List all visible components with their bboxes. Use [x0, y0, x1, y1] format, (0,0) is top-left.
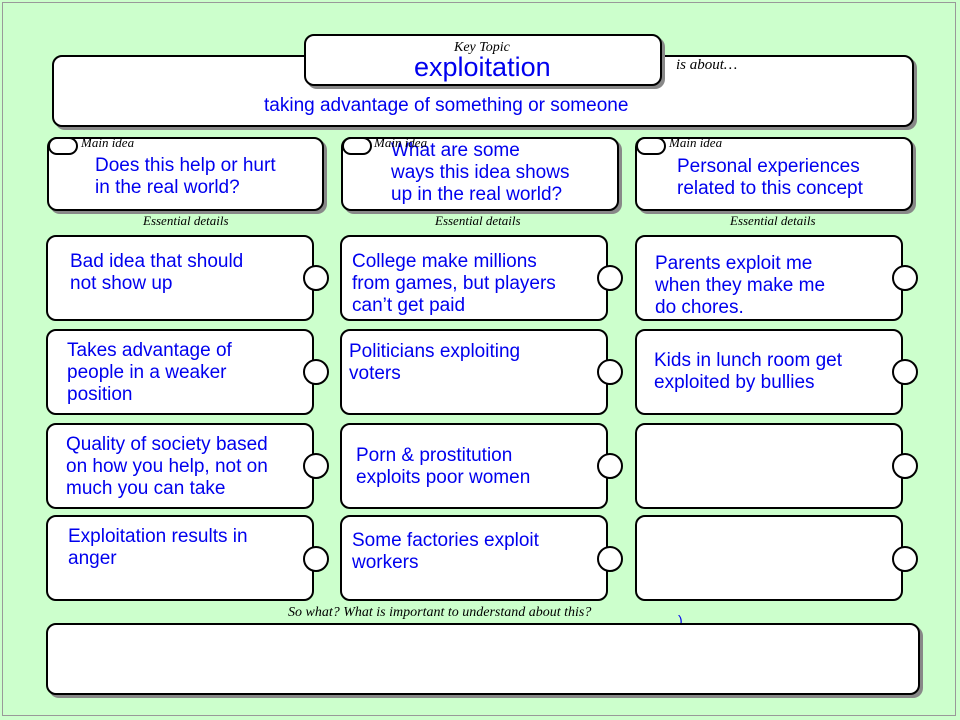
so-what-box[interactable] [46, 623, 920, 695]
detail-connector-3-4 [892, 546, 918, 572]
detail-connector-1-3 [303, 453, 329, 479]
detail-text-2-3: Porn & prostitution exploits poor women [356, 445, 531, 488]
detail-box-2-3[interactable]: Porn & prostitution exploits poor women [340, 423, 608, 509]
detail-box-1-1[interactable]: Bad idea that should not show up [46, 235, 314, 321]
detail-connector-2-2 [597, 359, 623, 385]
detail-box-2-2[interactable]: Politicians exploiting voters [340, 329, 608, 415]
key-topic-label: Key Topic [454, 40, 510, 55]
detail-box-1-4[interactable]: Exploitation results in anger [46, 515, 314, 601]
details-label-1: Essential details [143, 213, 229, 228]
detail-box-3-3[interactable] [635, 423, 903, 509]
definition-text: taking advantage of something or someone [264, 95, 629, 116]
detail-text-2-2: Politicians exploiting voters [349, 341, 521, 384]
details-label-3: Essential details [730, 213, 816, 228]
detail-box-3-4[interactable] [635, 515, 903, 601]
main-idea-box-2[interactable]: What are some ways this idea shows up in… [341, 137, 619, 211]
detail-text-3-2: Kids in lunch room get exploited by bull… [654, 350, 842, 393]
detail-connector-1-2 [303, 359, 329, 385]
so-what-brace: ) [678, 612, 683, 628]
detail-connector-2-3 [597, 453, 623, 479]
detail-box-1-2[interactable]: Takes advantage of people in a weaker po… [46, 329, 314, 415]
main-idea-box-1[interactable]: Does this help or hurt in the real world… [47, 137, 324, 211]
main-idea-label-1: Main idea [81, 135, 135, 150]
main-idea-label-2: Main idea [374, 135, 428, 150]
main-idea-text-3: Personal experiences related to this con… [677, 156, 863, 199]
key-topic-box[interactable]: Key Topic exploitation [304, 34, 662, 86]
detail-box-3-2[interactable]: Kids in lunch room get exploited by bull… [635, 329, 903, 415]
detail-connector-3-3 [892, 453, 918, 479]
detail-text-1-4: Exploitation results in anger [68, 526, 248, 569]
main-idea-text-2: What are some ways this idea shows up in… [391, 140, 570, 205]
detail-text-3-1: Parents exploit me when they make me do … [655, 253, 826, 318]
detail-connector-2-4 [597, 546, 623, 572]
main-idea-marker-2 [342, 137, 372, 155]
detail-connector-1-4 [303, 546, 329, 572]
detail-connector-2-1 [597, 265, 623, 291]
is-about-label: is about… [676, 57, 738, 73]
main-idea-label-3: Main idea [669, 135, 723, 150]
detail-text-2-4: Some factories exploit workers [352, 530, 539, 573]
detail-text-1-3: Quality of society based on how you help… [66, 434, 268, 499]
details-label-2: Essential details [435, 213, 521, 228]
main-idea-text-1: Does this help or hurt in the real world… [95, 155, 276, 198]
detail-box-2-1[interactable]: College make millions from games, but pl… [340, 235, 608, 321]
detail-text-1-1: Bad idea that should not show up [70, 251, 244, 294]
detail-box-3-1[interactable]: Parents exploit me when they make me do … [635, 235, 903, 321]
key-topic-text: exploitation [414, 52, 551, 82]
detail-connector-3-2 [892, 359, 918, 385]
detail-text-1-2: Takes advantage of people in a weaker po… [67, 340, 232, 405]
main-idea-box-3[interactable]: Personal experiences related to this con… [635, 137, 913, 211]
main-idea-marker-3 [636, 137, 666, 155]
detail-connector-1-1 [303, 265, 329, 291]
main-idea-marker-1 [48, 137, 78, 155]
detail-text-2-1: College make millions from games, but pl… [352, 251, 556, 316]
detail-box-2-4[interactable]: Some factories exploit workers [340, 515, 608, 601]
detail-box-1-3[interactable]: Quality of society based on how you help… [46, 423, 314, 509]
so-what-label: So what? What is important to understand… [288, 605, 592, 620]
detail-connector-3-1 [892, 265, 918, 291]
